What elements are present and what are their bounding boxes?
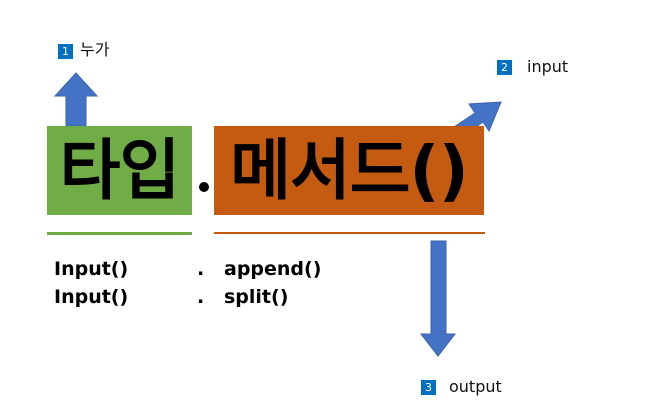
callout-3-badge: 3 [421, 380, 436, 395]
type-underline [47, 232, 192, 235]
example-2-dot: . [197, 286, 205, 308]
callout-1-label: 누가 [80, 40, 110, 59]
example-2-method: split() [224, 286, 289, 308]
arrow-down-icon [419, 240, 457, 357]
method-label: 메서드() [230, 131, 468, 209]
arrow-up-icon [53, 72, 99, 127]
method-box: 메서드() [214, 126, 484, 215]
callout-1-badge: 1 [58, 44, 73, 59]
example-1-type: Input() [54, 258, 129, 280]
type-label: 타입 [59, 131, 180, 209]
separator-dot [199, 182, 209, 192]
example-2-type: Input() [54, 286, 129, 308]
callout-3-label: output [449, 377, 502, 396]
example-1-dot: . [197, 258, 205, 280]
example-1-method: append() [224, 258, 322, 280]
type-box: 타입 [47, 126, 192, 215]
callout-2-label: input [527, 57, 569, 76]
callout-2-badge: 2 [497, 60, 512, 75]
method-underline [214, 232, 485, 234]
